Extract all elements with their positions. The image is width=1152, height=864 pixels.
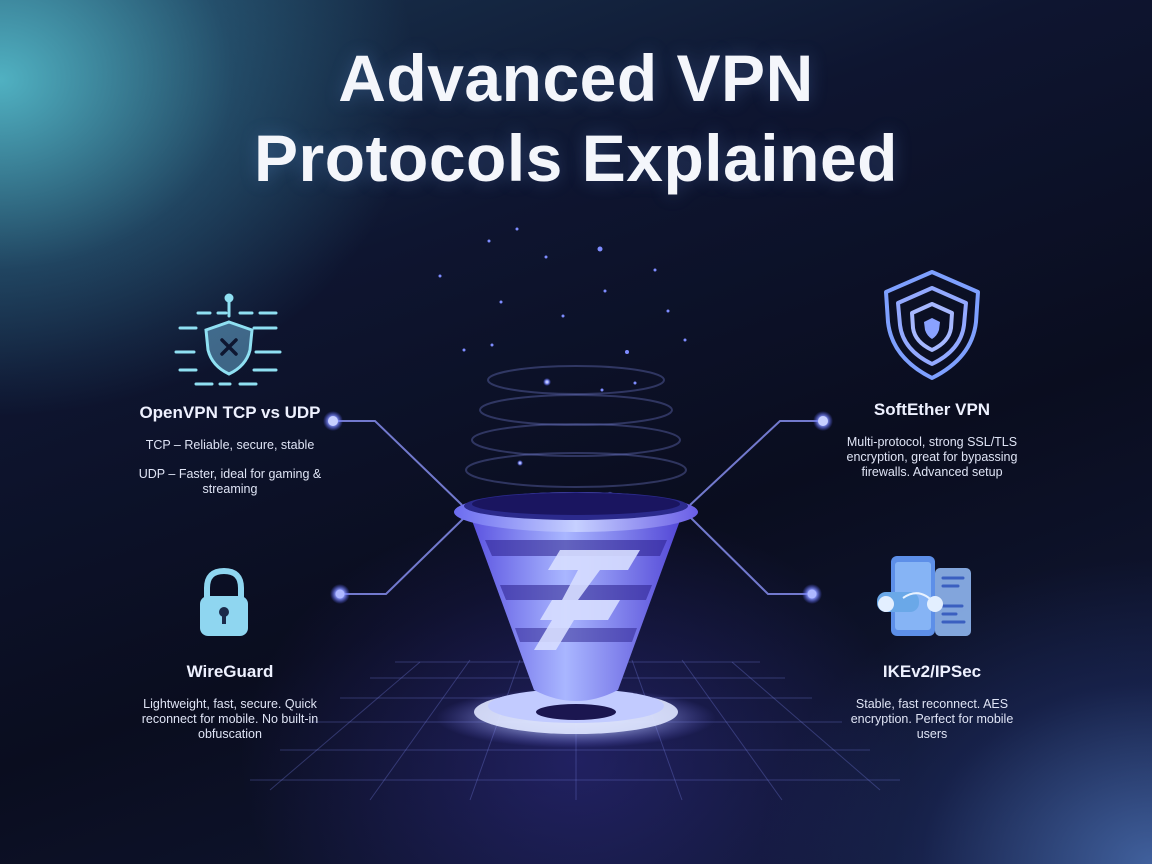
- shield-icon: [884, 270, 980, 380]
- softether-title: SoftEther VPN: [873, 400, 991, 419]
- mobile-devices-icon: [877, 556, 971, 636]
- funnel-body: [454, 492, 698, 701]
- openvpn-title: OpenVPN TCP vs UDP: [139, 403, 321, 422]
- wireguard-line-1: Lightweight, fast, secure. Quick: [143, 697, 317, 711]
- wireguard-line-3: obfuscation: [198, 727, 262, 741]
- padlock-icon: [200, 567, 248, 636]
- openvpn-tcp-text: TCP – Reliable, secure, stable: [145, 438, 315, 452]
- connector-lines: [335, 420, 822, 595]
- openvpn-udp-line-2: streaming: [202, 482, 258, 496]
- panel-openvpn: OpenVPN TCP vs UDP TCP – Reliable, secur…: [110, 402, 350, 497]
- page-title-line-1: Advanced VPN: [338, 41, 814, 115]
- scan-rings: [465, 365, 687, 488]
- ikev2-line-1: Stable, fast reconnect. AES: [855, 697, 1009, 711]
- openvpn-udp-line-1: UDP – Faster, ideal for gaming &: [138, 467, 322, 481]
- panel-wireguard: WireGuard Lightweight, fast, secure. Qui…: [110, 661, 350, 742]
- ikev2-title: IKEv2/IPSec: [882, 662, 982, 681]
- connector-nodes: [323, 411, 833, 604]
- panel-softether: SoftEther VPN Multi-protocol, strong SSL…: [812, 399, 1052, 480]
- panel-ikev2: IKEv2/IPSec Stable, fast reconnect. AES …: [812, 661, 1052, 742]
- softether-line-2: encryption, great for bypassing: [846, 450, 1018, 464]
- page-title: Advanced VPN Protocols Explained: [0, 38, 1152, 198]
- funnel-base: [436, 688, 716, 748]
- circuit-shield-icon: [174, 293, 282, 386]
- page-title-line-2: Protocols Explained: [254, 121, 898, 195]
- ikev2-line-3: users: [916, 727, 948, 741]
- softether-line-1: Multi-protocol, strong SSL/TLS: [846, 435, 1018, 449]
- wireguard-line-2: reconnect for mobile. No built-in: [141, 712, 319, 726]
- softether-line-3: firewalls. Advanced setup: [861, 465, 1003, 479]
- ikev2-line-2: encryption. Perfect for mobile: [850, 712, 1014, 726]
- wireguard-title: WireGuard: [186, 662, 274, 681]
